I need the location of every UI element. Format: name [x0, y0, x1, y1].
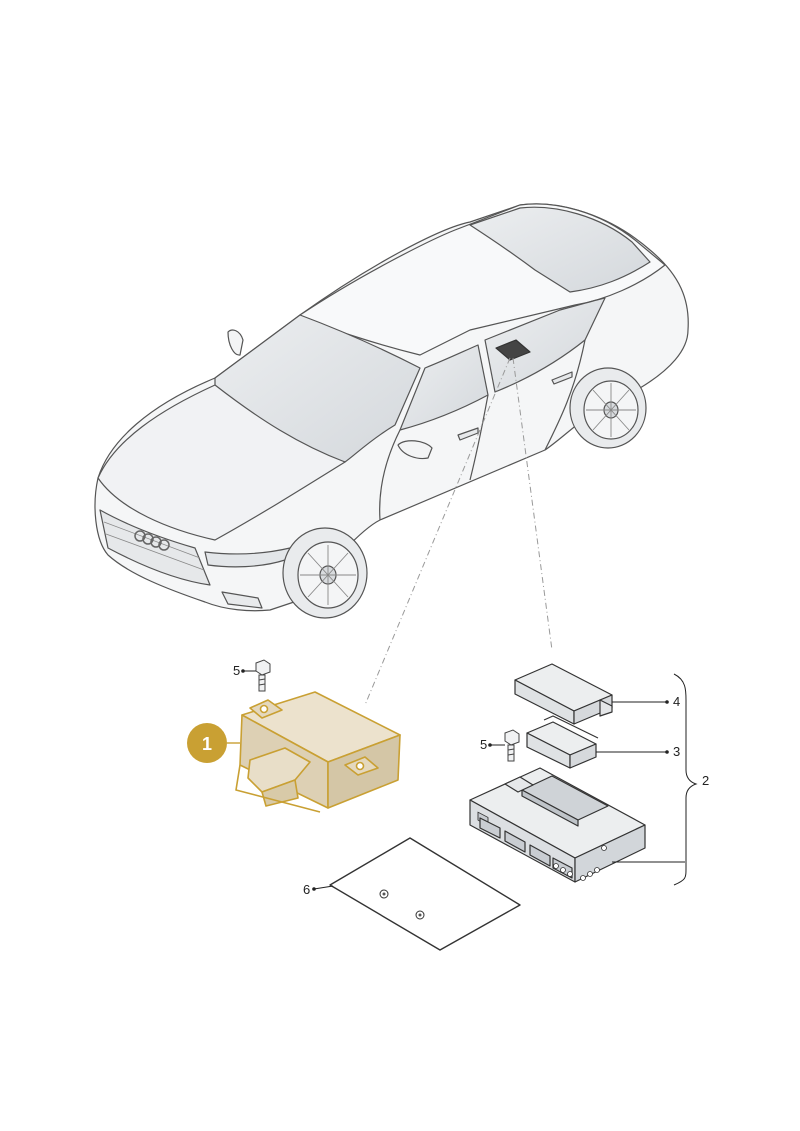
part-4-module[interactable] [514, 663, 613, 725]
leader-lines [364, 357, 553, 706]
part-3-label: 3 [673, 744, 680, 759]
part-4-label: 4 [673, 694, 680, 709]
part-5a-screw[interactable] [255, 659, 271, 692]
part-3-module[interactable] [526, 715, 599, 769]
part-6-label: 6 [303, 882, 310, 897]
part-6-callout[interactable]: 6 [303, 882, 334, 897]
car-mirror-left [227, 329, 244, 356]
part-1-badge[interactable]: 1 [187, 723, 227, 763]
part-4-callout[interactable]: 4 [612, 694, 680, 709]
part-5a-label: 5 [233, 663, 240, 678]
part-2-control-unit[interactable] [469, 767, 646, 883]
car-mirror-right [397, 440, 433, 460]
car-wheel-rear [569, 367, 647, 449]
car-wheel-front [282, 527, 368, 619]
car-illustration [94, 203, 689, 619]
part-5b-label: 5 [480, 737, 487, 752]
part-5a-callout[interactable]: 5 [233, 663, 256, 678]
car-rear-window [469, 206, 651, 293]
car-logo-rings [134, 530, 170, 551]
part-3-callout[interactable]: 3 [596, 744, 680, 759]
part-2-label: 2 [702, 773, 709, 788]
car-fog-light [221, 591, 263, 609]
car-hood [97, 384, 346, 541]
part-1-control-unit[interactable] [235, 691, 401, 813]
part-6-pad[interactable] [329, 837, 521, 951]
part-5b-callout[interactable]: 5 [480, 737, 505, 752]
part-5b-screw[interactable] [504, 729, 520, 762]
part-1-badge-label: 1 [202, 734, 212, 754]
part-2-callout[interactable] [612, 673, 698, 886]
module-location-marker [495, 339, 531, 361]
